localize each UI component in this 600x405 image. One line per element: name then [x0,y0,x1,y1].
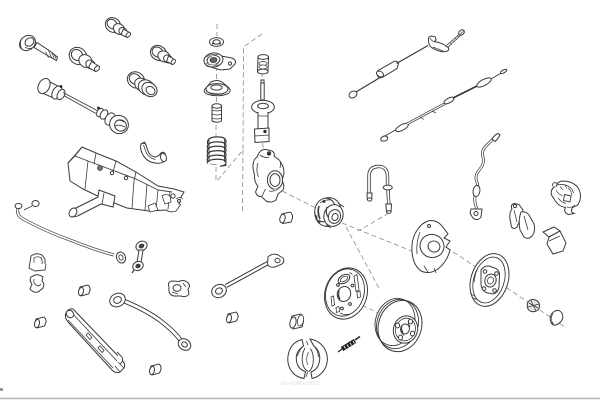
svg-text:OE-FORD-05517: OE-FORD-05517 [281,381,320,387]
